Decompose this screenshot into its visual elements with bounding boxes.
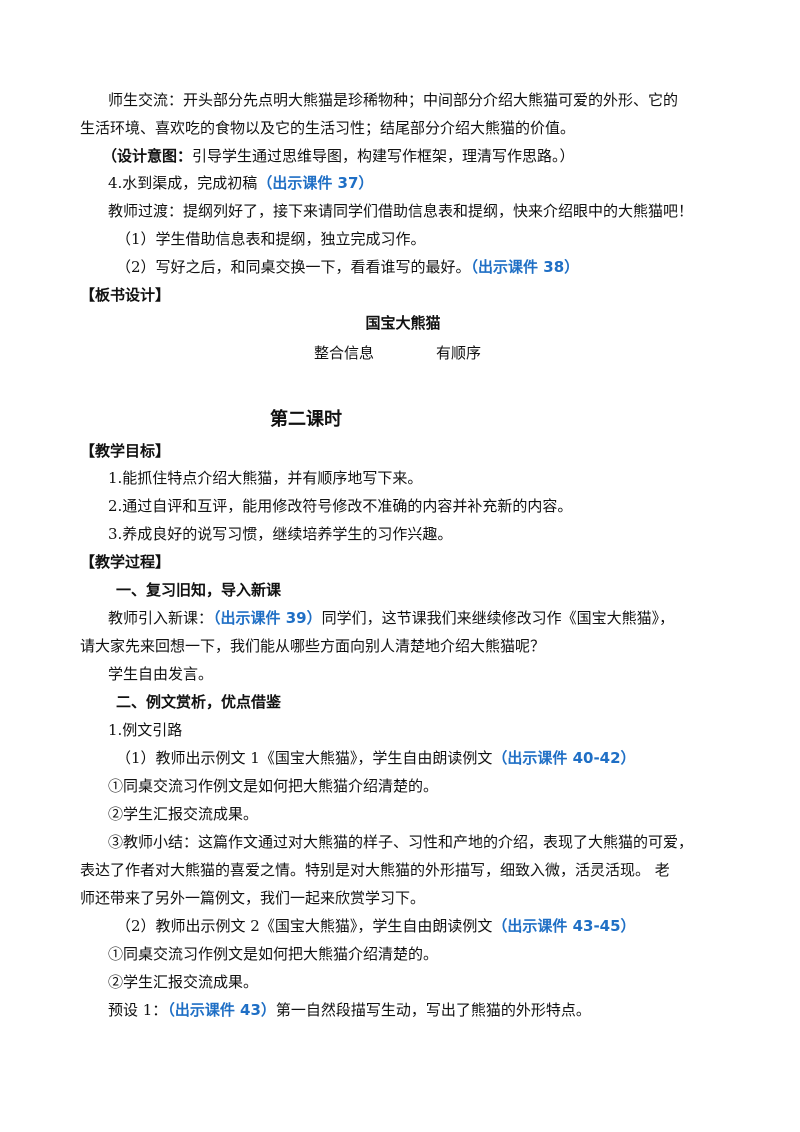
- item-1: （1）学生借助信息表和提纲，独立完成习作。: [116, 229, 766, 249]
- example-1-summary-3: 师还带来了另外一篇例文，我们一起来欣赏学习下。: [80, 889, 426, 907]
- text: （1）教师出示例文 1《国宝大熊猫》，学生自由朗读例文: [116, 749, 493, 767]
- slide-ref: （出示课件 40-42）: [492, 749, 636, 767]
- text: 预设 1：: [108, 1001, 168, 1019]
- design-intent-text: 引导学生通过思维导图，构建写作框架，理清写作思路。）: [192, 147, 575, 165]
- section-heading-goals: 【教学目标】: [80, 442, 171, 460]
- item-2: （2）写好之后，和同桌交换一下，看看谁写的最好。（出示课件 38）: [116, 257, 766, 277]
- text: 教师过渡：提纲列好了，接下来请同学们借助信息表和提纲，快来介绍眼中的大熊猫吧！: [108, 202, 694, 220]
- goal-1: 1.能抓住特点介绍大熊猫，并有顺序地写下来。: [108, 469, 423, 487]
- slide-ref: （出示课件 39）: [213, 609, 322, 627]
- example-2: （2）教师出示例文 2《国宝大熊猫》，学生自由朗读例文（出示课件 43-45）: [116, 916, 766, 936]
- slide-ref: （出示课件 38）: [470, 258, 580, 276]
- step-heading-1: 一、复习旧知，导入新课: [116, 581, 282, 599]
- text: （2）教师出示例文 2《国宝大熊猫》，学生自由朗读例文: [116, 917, 493, 935]
- text: 同学们，这节课我们来继续修改习作《国宝大熊猫》，: [321, 609, 675, 627]
- text: 4.水到渠成，完成初稿: [108, 174, 258, 192]
- student-speak: 学生自由发言。: [108, 665, 214, 683]
- slide-ref: （出示课件 43）: [167, 1001, 276, 1019]
- preset-1: 预设 1：（出示课件 43）第一自然段描写生动，写出了熊猫的外形特点。: [108, 1000, 758, 1020]
- text: 第一自然段描写生动，写出了熊猫的外形特点。: [275, 1001, 591, 1019]
- text: （2）写好之后，和同桌交换一下，看看谁写的最好。: [116, 258, 471, 276]
- teacher-transition: 教师过渡：提纲列好了，接下来请同学们借助信息表和提纲，快来介绍眼中的大熊猫吧！: [108, 201, 758, 221]
- para-exchange-1: 师生交流：开头部分先点明大熊猫是珍稀物种；中间部分介绍大熊猫可爱的外形、它的: [108, 90, 758, 110]
- intro-para: 教师引入新课：（出示课件 39）同学们，这节课我们来继续修改习作《国宝大熊猫》，: [108, 608, 758, 628]
- text: 教师引入新课：: [108, 609, 214, 627]
- example-2-step-2: ②学生汇报交流成果。: [108, 973, 259, 991]
- example-1-step-2: ②学生汇报交流成果。: [108, 805, 259, 823]
- example-1-summary-2: 表达了作者对大熊猫的喜爱之情。特别是对大熊猫的外形描写，细致入微，活灵活现。 老: [80, 861, 670, 879]
- example-lead: 1.例文引路: [108, 721, 183, 739]
- slide-ref: （出示课件 37）: [257, 174, 374, 192]
- design-intent-label: （设计意图：: [102, 147, 193, 165]
- intro-para-2: 请大家先来回想一下，我们能从哪些方面向别人清楚地介绍大熊猫呢？: [80, 637, 546, 655]
- step-heading-2: 二、例文赏析，优点借鉴: [116, 693, 282, 711]
- slide-ref: （出示课件 43-45）: [492, 917, 636, 935]
- para-exchange-2: 生活环境、喜欢吃的食物以及它的生活习性；结尾部分介绍大熊猫的价值。: [80, 118, 730, 138]
- lesson-title: 第二课时: [270, 409, 342, 430]
- example-1: （1）教师出示例文 1《国宝大熊猫》，学生自由朗读例文（出示课件 40-42）: [116, 748, 766, 768]
- example-2-step-1: ①同桌交流习作例文是如何把大熊猫介绍清楚的。: [108, 945, 439, 963]
- text: （1）学生借助信息表和提纲，独立完成习作。: [116, 230, 426, 248]
- board-title: 国宝大熊猫: [365, 314, 441, 332]
- board-item-order: 有顺序: [436, 344, 482, 362]
- text: 生活环境、喜欢吃的食物以及它的生活习性；结尾部分介绍大熊猫的价值。: [80, 119, 576, 137]
- text: 师生交流：开头部分先点明大熊猫是珍稀物种；中间部分介绍大熊猫可爱的外形、它的: [108, 91, 679, 109]
- goal-2: 2.通过自评和互评，能用修改符号修改不准确的内容并补充新的内容。: [108, 497, 573, 515]
- section-heading-process: 【教学过程】: [80, 553, 171, 571]
- step-4: 4.水到渠成，完成初稿（出示课件 37）: [108, 173, 758, 193]
- example-1-step-3: ③教师小结：这篇作文通过对大熊猫的样子、习性和产地的介绍，表现了大熊猫的可爱，: [108, 833, 694, 851]
- design-intent: （设计意图：引导学生通过思维导图，构建写作框架，理清写作思路。）: [102, 146, 752, 166]
- section-heading-board: 【板书设计】: [80, 286, 171, 304]
- board-item-integrate: 整合信息: [314, 344, 375, 362]
- example-1-step-1: ①同桌交流习作例文是如何把大熊猫介绍清楚的。: [108, 777, 439, 795]
- goal-3: 3.养成良好的说写习惯，继续培养学生的习作兴趣。: [108, 525, 453, 543]
